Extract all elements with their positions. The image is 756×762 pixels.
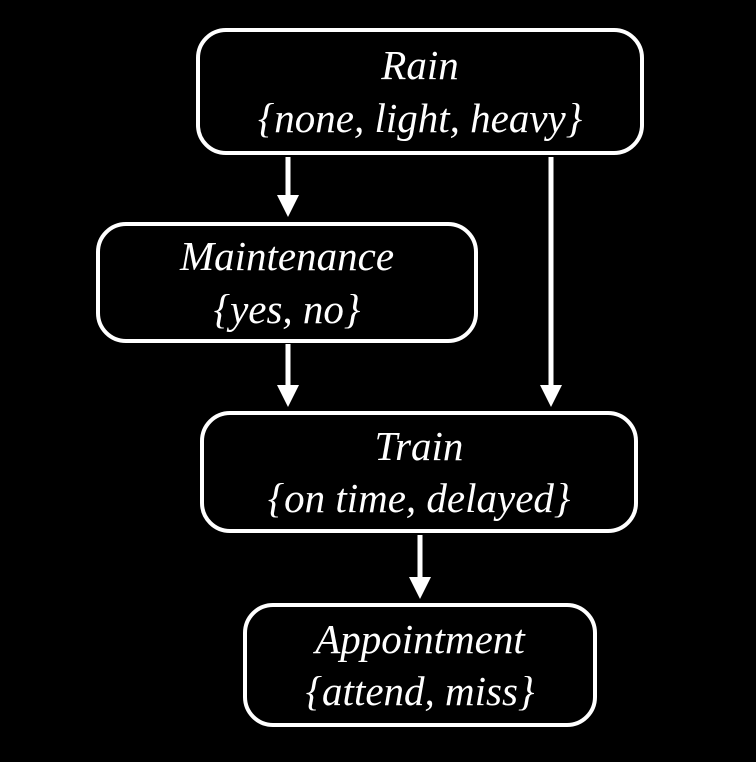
node-train-values: {on time, delayed}: [267, 475, 571, 521]
edge-maintenance-to-train-arrow: [277, 344, 299, 407]
node-appointment: Appointment {attend, miss}: [243, 603, 597, 727]
node-appointment-title: Appointment: [315, 615, 525, 662]
edge-rain-to-train-arrow: [540, 157, 562, 407]
node-train-title: Train: [374, 422, 464, 469]
node-maintenance: Maintenance {yes, no}: [96, 222, 478, 343]
node-train: Train {on time, delayed}: [200, 411, 638, 533]
node-appointment-values: {attend, miss}: [305, 668, 535, 714]
edge-rain-to-maintenance-arrow: [277, 157, 299, 217]
node-maintenance-values: {yes, no}: [213, 285, 361, 332]
node-maintenance-title: Maintenance: [179, 233, 395, 280]
node-rain-title: Rain: [381, 42, 459, 89]
edge-train-to-appointment-arrow: [409, 535, 431, 599]
node-rain-values: {none, light, heavy}: [257, 94, 583, 141]
node-rain: Rain {none, light, heavy}: [196, 28, 644, 155]
